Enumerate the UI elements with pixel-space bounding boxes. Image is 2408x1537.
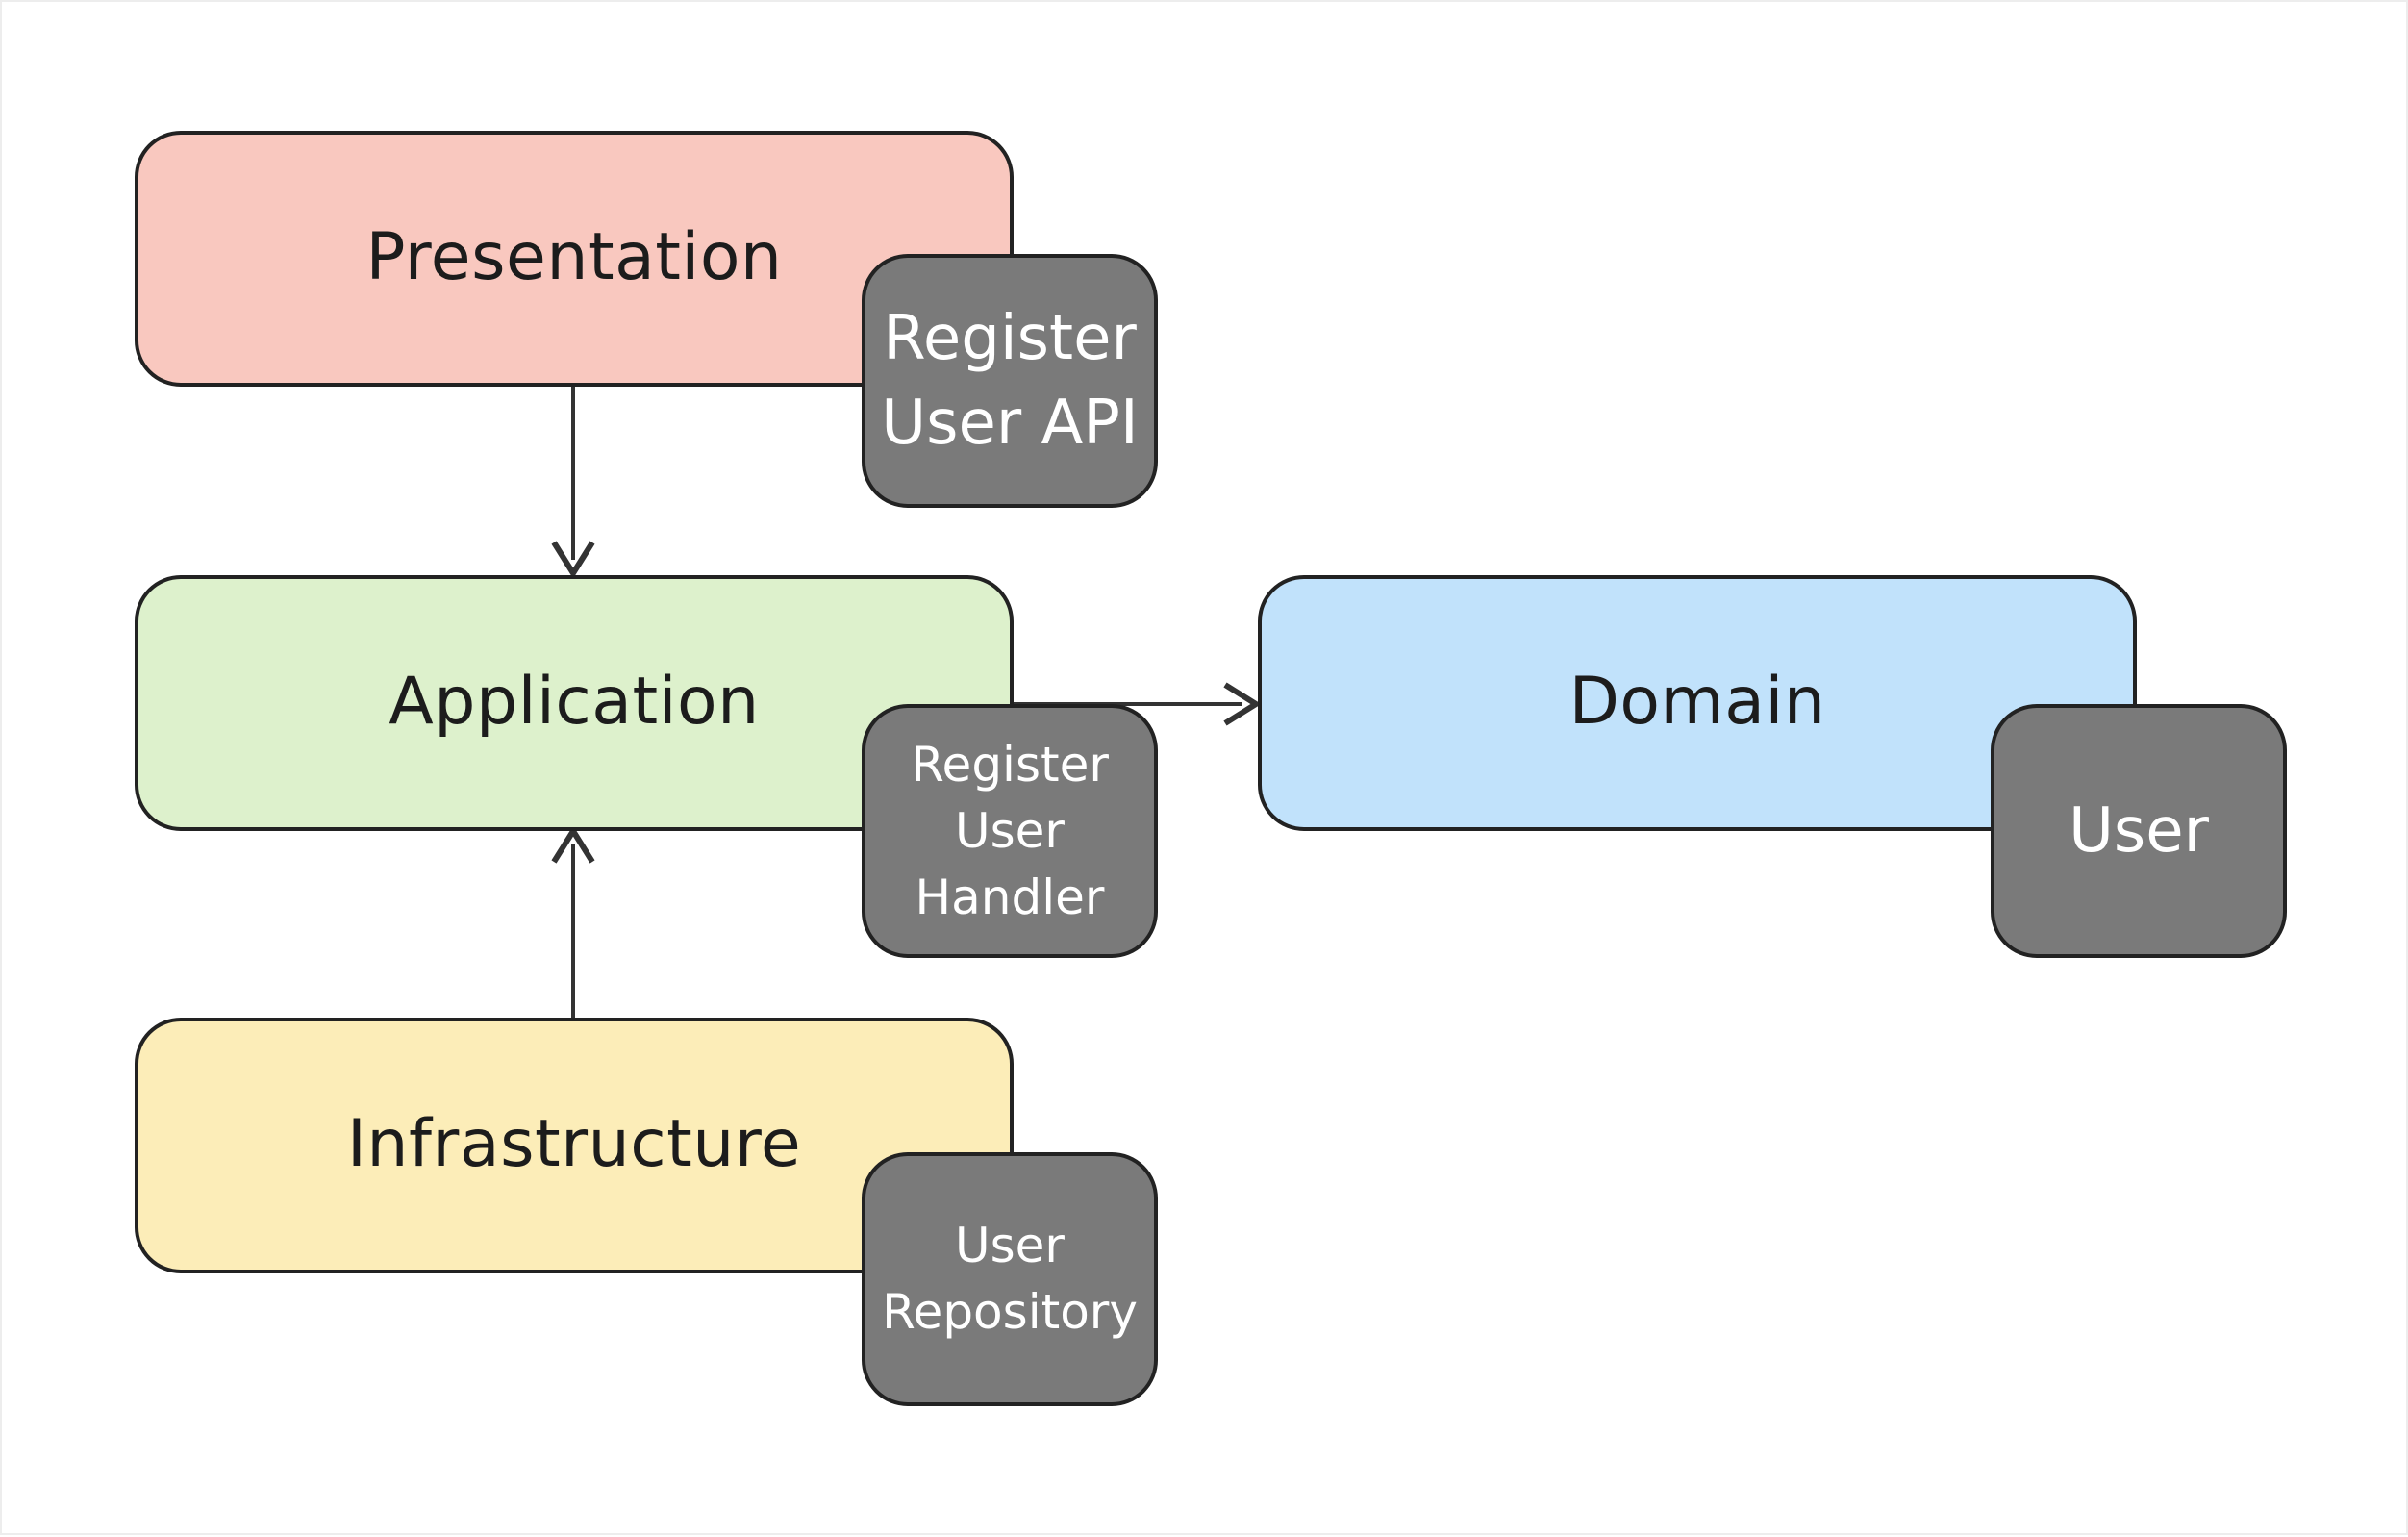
edge-infrastructure-to-application	[551, 825, 595, 1018]
domain-layer[interactable]: Domain	[1258, 575, 2137, 831]
user-repository-component[interactable]: User Repository	[862, 1152, 1158, 1406]
domain-label: Domain	[1568, 663, 1826, 740]
register-user-handler-component[interactable]: Register User Handler	[862, 704, 1158, 958]
register-user-api-component[interactable]: Register User API	[862, 254, 1158, 508]
presentation-label: Presentation	[365, 218, 783, 295]
user-component[interactable]: User	[1991, 704, 2287, 958]
application-label: Application	[389, 663, 760, 740]
infrastructure-label: Infrastructure	[346, 1105, 802, 1182]
edge-presentation-to-application	[551, 387, 595, 579]
